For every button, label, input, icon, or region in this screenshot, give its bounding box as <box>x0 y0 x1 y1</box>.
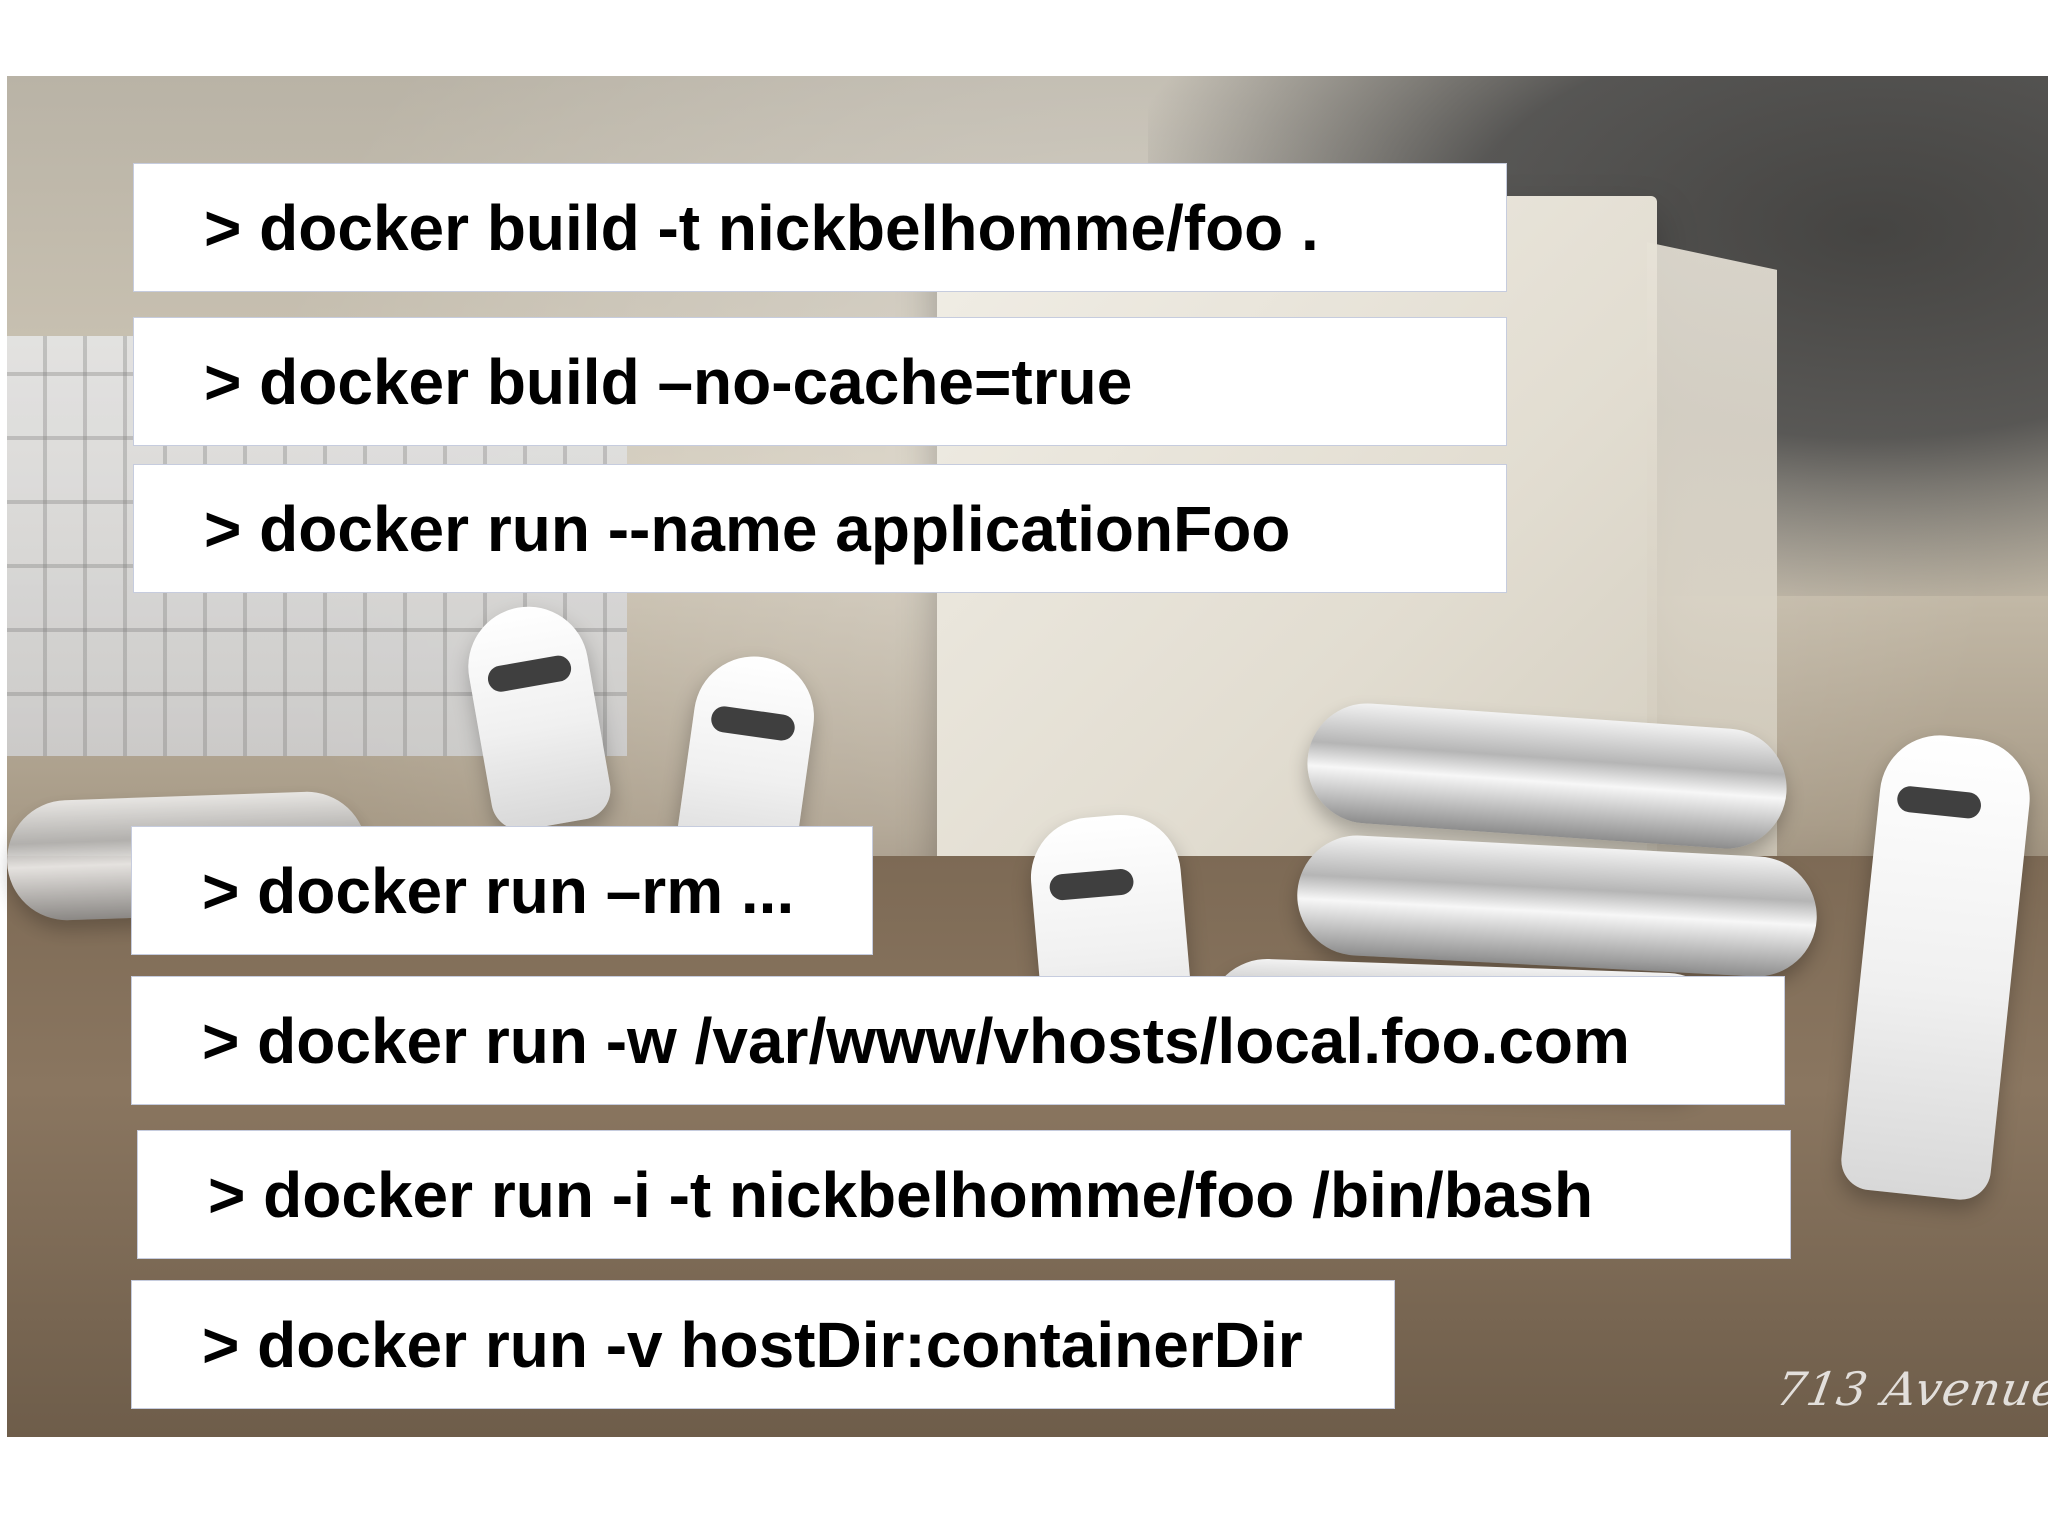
command-text: > docker run --name applicationFoo <box>204 492 1291 565</box>
command-box: > docker run --name applicationFoo <box>133 464 1507 593</box>
command-text: > docker build –no-cache=true <box>204 345 1133 418</box>
photo-watermark: 713 Avenue <box>1772 1362 2065 1416</box>
command-text: > docker build -t nickbelhomme/foo . <box>204 191 1319 264</box>
command-text: > docker run -i -t nickbelhomme/foo /bin… <box>208 1158 1594 1231</box>
command-box: > docker build -t nickbelhomme/foo . <box>133 163 1507 292</box>
command-box: > docker build –no-cache=true <box>133 317 1507 446</box>
command-box: > docker run -i -t nickbelhomme/foo /bin… <box>137 1130 1791 1259</box>
command-box: > docker run -v hostDir:containerDir <box>131 1280 1395 1409</box>
command-box: > docker run –rm ... <box>131 826 873 955</box>
command-text: > docker run -v hostDir:containerDir <box>202 1308 1303 1381</box>
command-text: > docker run -w /var/www/vhosts/local.fo… <box>202 1004 1630 1077</box>
command-text: > docker run –rm ... <box>202 854 795 927</box>
command-box: > docker run -w /var/www/vhosts/local.fo… <box>131 976 1785 1105</box>
